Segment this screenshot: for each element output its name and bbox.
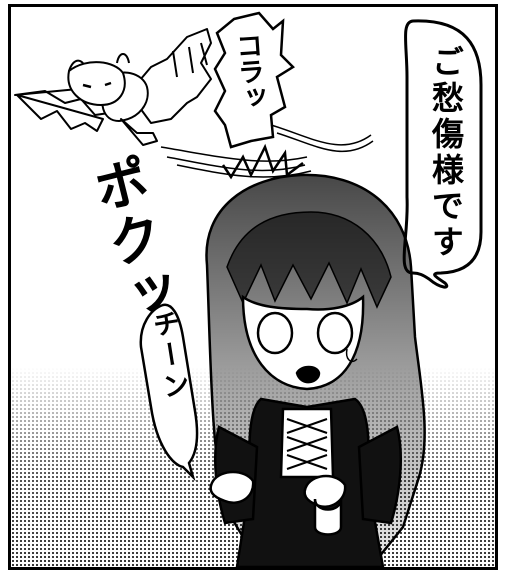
impact-lines <box>160 124 374 180</box>
character-face <box>241 294 365 391</box>
panel-artwork <box>11 11 495 567</box>
sfx-balloon-chiin <box>139 303 199 482</box>
bat-illustration <box>14 28 212 146</box>
sfx-korat-text: コラッ <box>230 31 267 111</box>
speech-bubble <box>402 19 483 289</box>
speech-bubble-text: ご愁傷様です <box>427 45 465 261</box>
character-dress <box>209 397 402 567</box>
manga-panel: ご愁傷様です コラッ ポクッ チーン <box>8 4 498 570</box>
sfx-balloon-korat <box>213 11 295 149</box>
